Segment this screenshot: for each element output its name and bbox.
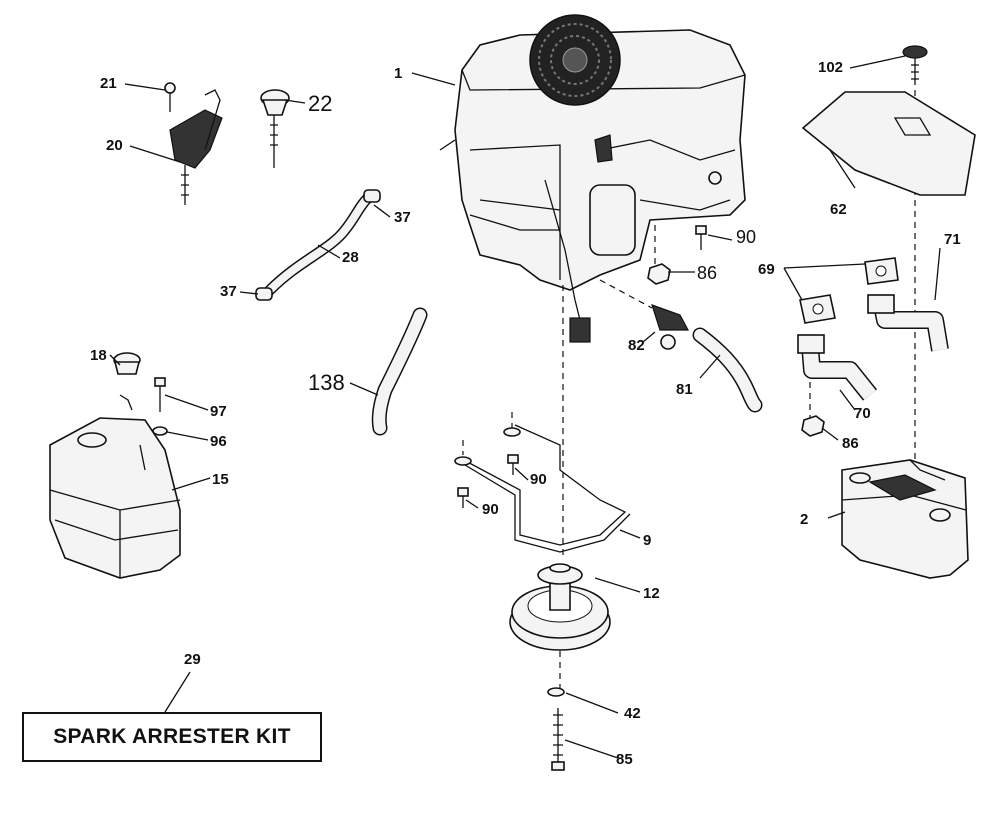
- callout-42: 42: [624, 705, 641, 722]
- callout-62: 62: [830, 201, 847, 218]
- callout-82: 82: [628, 337, 645, 354]
- bolt-90-left: [507, 454, 519, 475]
- fuel-cap-18: [113, 352, 141, 411]
- fuel-line-part: [255, 189, 381, 301]
- knob-102-part: [902, 45, 928, 85]
- washer-42: [547, 687, 565, 697]
- callout-20: 20: [106, 137, 123, 154]
- callout-96: 96: [210, 433, 227, 450]
- callout-70: 70: [854, 405, 871, 422]
- callout-1: 1: [394, 65, 403, 82]
- fuel-tank-part: [49, 417, 181, 579]
- bolt-85: [551, 708, 565, 771]
- heat-shield-part: [801, 91, 976, 196]
- engine-part: [439, 14, 746, 343]
- callout-28: 28: [342, 249, 359, 266]
- callout-69: 69: [758, 261, 775, 278]
- screw-97: [154, 377, 166, 412]
- washer-96: [152, 426, 168, 436]
- callout-86-bottom: 86: [842, 435, 859, 452]
- callout-90-bottom: 90: [482, 501, 499, 518]
- callout-102: 102: [818, 59, 844, 76]
- fuel-filter-part: [599, 279, 763, 413]
- leader-lines: [109, 55, 941, 759]
- exhaust-pipe-70: [797, 334, 878, 401]
- callout-86-top: 86: [697, 263, 718, 283]
- spark-arrester-kit-label: SPARK ARRESTER KIT: [53, 725, 291, 748]
- spark-arrester-kit-box: SPARK ARRESTER KIT: [22, 712, 322, 762]
- fuel-cap-knob-part: [260, 89, 290, 168]
- nut-86-lower: [801, 415, 825, 437]
- callout-21: 21: [100, 75, 117, 92]
- callout-90-top: 90: [736, 227, 757, 247]
- nut-86-top: [647, 263, 671, 285]
- exhaust-pipe-71: [867, 294, 949, 352]
- callout-9: 9: [643, 532, 652, 549]
- callout-22: 22: [308, 91, 333, 116]
- callout-18: 18: [90, 347, 107, 364]
- pulley-part: [509, 563, 611, 651]
- callout-15: 15: [212, 471, 229, 488]
- bracket-part: [454, 412, 631, 553]
- bolt-90-lower: [457, 487, 469, 508]
- callout-71: 71: [944, 231, 961, 248]
- callout-37-top: 37: [394, 209, 411, 226]
- bolt-90-top: [695, 225, 707, 250]
- callout-12: 12: [643, 585, 660, 602]
- callout-2: 2: [800, 511, 809, 528]
- callout-81: 81: [676, 381, 693, 398]
- muffler-part: [841, 459, 969, 579]
- gasket-part: [799, 257, 899, 324]
- callout-138: 138: [308, 370, 345, 395]
- callout-97: 97: [210, 403, 227, 420]
- callout-90-middle: 90: [530, 471, 547, 488]
- callout-85: 85: [616, 751, 633, 768]
- callout-37-bottom: 37: [220, 283, 237, 300]
- callout-29: 29: [184, 651, 201, 668]
- hose-part: [371, 307, 428, 436]
- throttle-control-part: [164, 82, 223, 205]
